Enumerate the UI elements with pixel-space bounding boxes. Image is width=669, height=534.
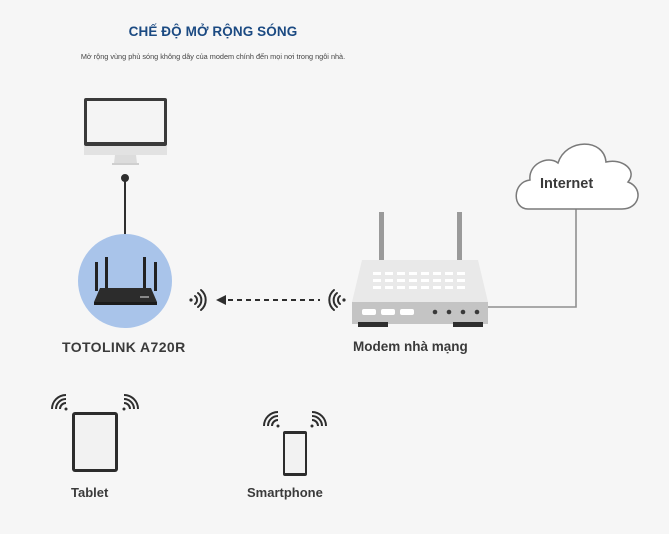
internet-label: Internet bbox=[540, 176, 594, 192]
page-title: CHẾ ĐỘ MỞ RỘNG SÓNG bbox=[128, 24, 298, 39]
wired-link-modem-internet bbox=[488, 209, 577, 308]
smartphone-icon bbox=[283, 431, 307, 476]
wired-link-computer-extender bbox=[121, 174, 129, 236]
desktop-monitor-icon bbox=[84, 98, 167, 165]
wifi-signal-icon bbox=[328, 289, 346, 311]
cloud-icon bbox=[515, 143, 639, 210]
router-icon bbox=[78, 234, 172, 328]
wifi-signal-icon bbox=[189, 289, 207, 311]
modem-label: Modem nhà mạng bbox=[353, 339, 468, 354]
tablet-icon bbox=[72, 412, 118, 472]
tablet-label: Tablet bbox=[71, 485, 109, 500]
wifi-signal-icon bbox=[263, 411, 327, 428]
wireless-link-arrow bbox=[216, 295, 320, 305]
extender-label: TOTOLINK A720R bbox=[62, 339, 186, 355]
wifi-signal-icon bbox=[51, 394, 139, 411]
smartphone-label: Smartphone bbox=[247, 485, 323, 500]
modem-icon bbox=[352, 212, 488, 327]
page-subtitle: Mở rộng vùng phủ sóng không dây của mode… bbox=[80, 52, 346, 61]
